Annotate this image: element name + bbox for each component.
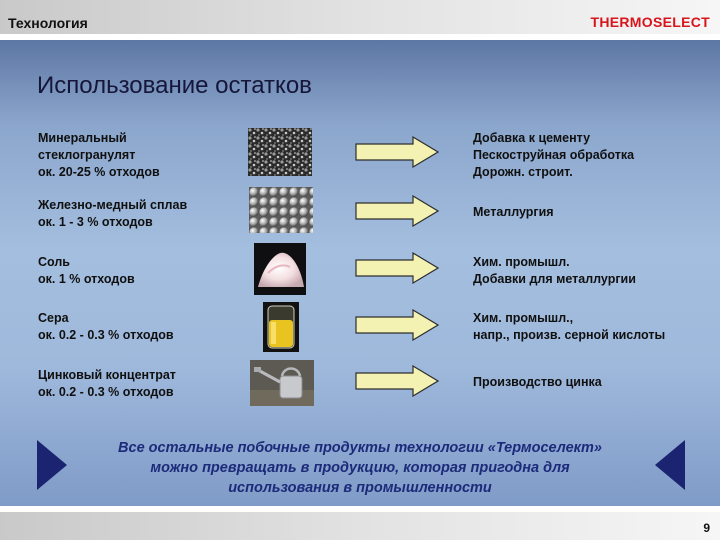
arrow-right-icon	[355, 195, 439, 227]
triangle-left-icon	[655, 440, 685, 490]
salt-pile-image	[254, 243, 306, 295]
material-name: Железно-медный сплав	[38, 198, 188, 212]
use-item: Пескоструйная обработка	[473, 148, 635, 162]
uses-salt: Хим. промышл. Добавки для металлургии	[473, 254, 636, 288]
uses-zinc: Производство цинка	[473, 374, 602, 391]
material-share: ок. 20-25 % отходов	[38, 165, 160, 179]
material-share: ок. 1 % отходов	[38, 272, 135, 286]
use-item: Металлургия	[473, 205, 554, 219]
top-bar: Технология THERMOSELECT	[0, 0, 720, 34]
arrow-right-icon	[355, 252, 439, 284]
slide-title: Использование остатков	[37, 72, 312, 99]
uses-alloy: Металлургия	[473, 204, 554, 221]
use-item: напр., произв. серной кислоты	[473, 328, 666, 342]
arrow-right-icon	[355, 309, 439, 341]
section-title: Технология	[8, 15, 88, 31]
material-name: Сера	[38, 311, 69, 325]
sulfur-jar-image	[263, 302, 299, 352]
use-item: Хим. промышл.	[473, 255, 570, 269]
material-label-sulfur: Сера ок. 0.2 - 0.3 % отходов	[38, 310, 174, 344]
use-item: Производство цинка	[473, 375, 602, 389]
material-name: стеклогранулят	[38, 148, 136, 162]
gravel-image	[248, 128, 312, 176]
note-line: Все остальные побочные продукты технолог…	[118, 440, 602, 456]
material-share: ок. 0.2 - 0.3 % отходов	[38, 328, 174, 342]
triangle-right-icon	[37, 440, 67, 490]
material-label-salt: Соль ок. 1 % отходов	[38, 254, 135, 288]
use-item: Хим. промышл.,	[473, 311, 574, 325]
metal-pellets-image	[249, 187, 313, 233]
use-item: Добавка к цементу	[473, 131, 591, 145]
note-line: использования в промышленности	[228, 480, 492, 496]
material-name: Соль	[38, 255, 70, 269]
arrow-right-icon	[355, 136, 439, 168]
material-name: Минеральный	[38, 131, 127, 145]
next-slide-button[interactable]	[37, 440, 67, 490]
prev-slide-button[interactable]	[655, 440, 685, 490]
material-name: Цинковый концентрат	[38, 368, 176, 382]
brand-logo-text: THERMOSELECT	[590, 14, 710, 30]
material-share: ок. 1 - 3 % отходов	[38, 215, 153, 229]
page-number: 9	[703, 521, 710, 535]
material-share: ок. 0.2 - 0.3 % отходов	[38, 385, 174, 399]
watering-can-image	[250, 360, 314, 406]
material-label-alloy: Железно-медный сплав ок. 1 - 3 % отходов	[38, 197, 187, 231]
material-label-zinc: Цинковый концентрат ок. 0.2 - 0.3 % отхо…	[38, 367, 176, 401]
use-item: Добавки для металлургии	[473, 272, 636, 286]
use-item: Дорожн. строит.	[473, 165, 573, 179]
note-line: можно превращать в продукцию, которая пр…	[150, 460, 570, 476]
uses-glass: Добавка к цементу Пескоструйная обработк…	[473, 130, 634, 181]
uses-sulfur: Хим. промышл., напр., произв. серной кис…	[473, 310, 665, 344]
material-label-glass: Минеральный стеклогранулят ок. 20-25 % о…	[38, 130, 160, 181]
arrow-right-icon	[355, 365, 439, 397]
bottom-bar: 9	[0, 512, 720, 540]
summary-note: Все остальные побочные продукты технолог…	[85, 438, 635, 498]
